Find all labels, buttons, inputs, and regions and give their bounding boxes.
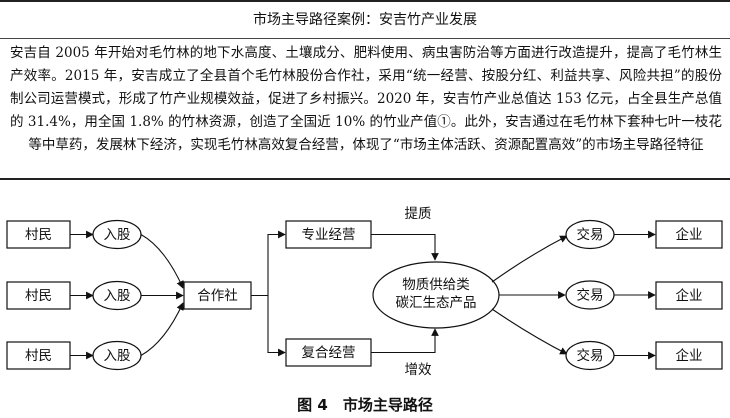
figure-caption: 图 4 市场主导路径 <box>297 396 433 414</box>
join-share-label-1: 入股 <box>104 227 131 243</box>
case-box: 市场主导路径案例：安吉竹产业发展 安吉自 2005 年开始对毛竹林的地下水高度、… <box>0 0 730 180</box>
specialized-management-node: 专业经营 <box>285 220 372 249</box>
villager-label-3: 村民 <box>25 348 52 364</box>
enterprise-node-2: 企业 <box>655 281 723 310</box>
enterprise-label-1: 企业 <box>676 226 703 243</box>
case-title: 市场主导路径案例：安吉竹产业发展 <box>0 2 730 39</box>
arrow-share-to-coop-1 <box>140 234 184 289</box>
arrow-specialized-to-product <box>371 233 439 261</box>
villager-node-3: 村民 <box>6 341 71 370</box>
compound-management-label: 复合经营 <box>302 344 356 361</box>
join-share-node-2: 入股 <box>92 280 142 311</box>
compound-management-node: 复合经营 <box>285 338 372 367</box>
efficiency-increase-label: 增效 <box>405 362 432 378</box>
trade-label-3: 交易 <box>577 347 604 364</box>
join-share-node-1: 入股 <box>92 219 142 250</box>
cooperative-label: 合作社 <box>197 288 238 304</box>
market-path-diagram: 村民 村民 村民 入股 入股 入股 合作社 专业经营 复合经营 <box>6 206 723 378</box>
villager-label-2: 村民 <box>25 288 52 304</box>
quality-improvement-label: 提质 <box>405 206 432 222</box>
villager-label-1: 村民 <box>25 227 52 243</box>
enterprise-label-3: 企业 <box>676 347 703 364</box>
arrow-compound-to-product <box>371 328 439 354</box>
arrow-product-to-trade-1 <box>491 235 568 283</box>
trade-label-1: 交易 <box>577 226 604 243</box>
ecological-product-node: 物质供给类 碳汇生态产品 <box>372 261 500 329</box>
trade-node-3: 交易 <box>565 340 615 371</box>
product-label-line2: 碳汇生态产品 <box>396 295 477 311</box>
join-share-node-3: 入股 <box>92 340 142 371</box>
trade-label-2: 交易 <box>577 287 604 304</box>
arrow-coop-to-compound <box>267 295 286 357</box>
villager-node-2: 村民 <box>6 281 71 310</box>
arrow-coop-to-specialized <box>251 230 286 297</box>
arrow-share-to-coop-3 <box>140 302 184 356</box>
enterprise-label-2: 企业 <box>676 287 703 304</box>
specialized-management-label: 专业经营 <box>302 227 356 243</box>
case-body: 安吉自 2005 年开始对毛竹林的地下水高度、土壤成分、肥料使用、病虫害防治等方… <box>10 45 722 153</box>
villager-node-1: 村民 <box>6 220 71 249</box>
arrow-product-to-trade-3 <box>491 308 568 355</box>
enterprise-node-1: 企业 <box>655 220 723 249</box>
cooperative-node: 合作社 <box>183 281 252 310</box>
join-share-label-2: 入股 <box>104 288 131 304</box>
trade-node-1: 交易 <box>565 219 615 250</box>
product-label-line1: 物质供给类 <box>402 277 470 293</box>
join-share-label-3: 入股 <box>104 348 131 364</box>
enterprise-node-3: 企业 <box>655 341 723 370</box>
trade-node-2: 交易 <box>565 280 615 310</box>
